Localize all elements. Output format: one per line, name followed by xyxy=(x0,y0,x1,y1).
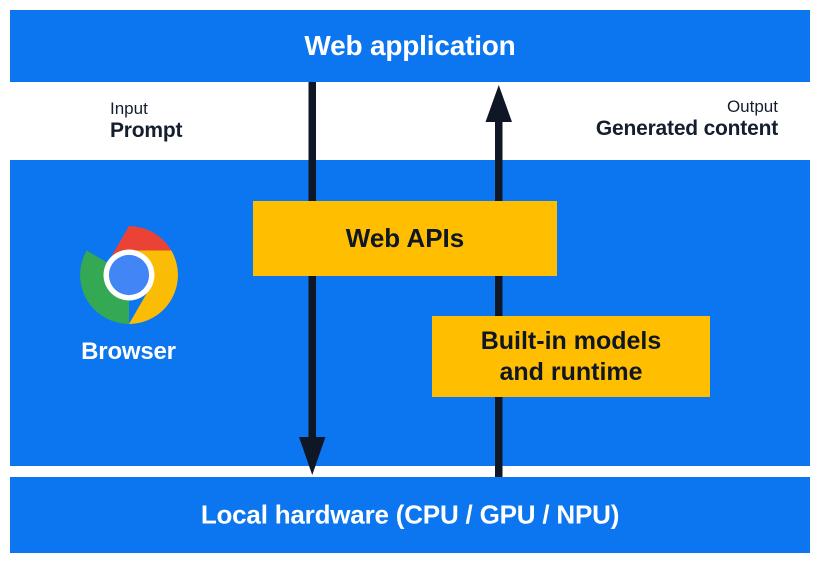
box-web-apis-label: Web APIs xyxy=(345,222,465,253)
box-builtin-models: Built-in models and runtime xyxy=(432,316,710,397)
layer-local-hardware-label: Local hardware (CPU / GPU / NPU) xyxy=(200,499,620,530)
browser-group: Browser xyxy=(66,226,191,366)
box-builtin-models-line1: Built-in models xyxy=(480,327,662,355)
output-annotation-kind: Output xyxy=(726,97,778,116)
output-annotation: Output Generated content xyxy=(596,97,778,142)
input-annotation-value: Prompt xyxy=(110,119,183,143)
layer-browser-label: Browser xyxy=(81,338,176,365)
input-annotation-kind: Input xyxy=(110,99,148,118)
layer-local-hardware: Local hardware (CPU / GPU / NPU) xyxy=(10,477,810,553)
input-annotation: Input Prompt xyxy=(110,99,183,144)
box-builtin-models-label: Built-in models and runtime xyxy=(481,326,662,387)
layer-web-application-label: Web application xyxy=(304,30,516,61)
output-annotation-value: Generated content xyxy=(595,117,778,141)
chrome-logo-icon xyxy=(79,226,178,324)
box-web-apis: Web APIs xyxy=(253,201,557,276)
input-arrow-down-icon xyxy=(299,82,326,475)
layer-web-application: Web application xyxy=(10,10,810,82)
output-arrow-up-icon xyxy=(485,85,512,477)
box-builtin-models-line2: and runtime xyxy=(499,357,643,386)
